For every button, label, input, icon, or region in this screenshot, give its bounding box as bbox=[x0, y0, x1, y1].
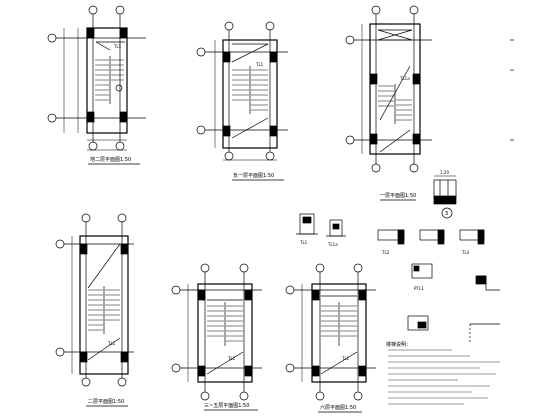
plan-3-landing-label: TL1a bbox=[399, 76, 410, 81]
plan-6-title: 六层平面图1:50 bbox=[320, 404, 356, 411]
beam-label-5: TL3 bbox=[461, 250, 470, 255]
plan-5-title: 三~五层平面图1:50 bbox=[204, 403, 249, 409]
beam-section-details bbox=[296, 213, 500, 344]
section-scale-note: 1:20 bbox=[440, 170, 449, 175]
notes-title: 楼梯说明： bbox=[386, 341, 411, 348]
stair-plan-6 bbox=[285, 263, 376, 413]
plan-3-title: 一层平面图1:50 bbox=[380, 193, 416, 199]
plan-4-title: 二层平面图1:50 bbox=[88, 399, 124, 405]
step-section-detail bbox=[433, 39, 514, 219]
plan-2-landing-label: TL1 bbox=[255, 62, 264, 67]
stair-plan-2 bbox=[196, 21, 288, 181]
section-number: 3 bbox=[445, 211, 448, 217]
plan-2-title: 负一层平面图1:50 bbox=[233, 172, 274, 179]
plan-1-landing-label: TL1 bbox=[113, 44, 122, 49]
beam-label-4: PTL1 bbox=[414, 286, 424, 291]
stair-plan-3 bbox=[345, 5, 432, 201]
beam-label-2: TL1a bbox=[327, 242, 338, 247]
beam-label-3: TL2 bbox=[381, 250, 390, 255]
notes-block bbox=[388, 349, 500, 405]
plan-1-title: 地二层平面图1:50 bbox=[90, 156, 131, 163]
plan-6-landing-label: TL1 bbox=[341, 356, 350, 361]
beam-label-1: TL1 bbox=[299, 240, 308, 245]
plan-5-landing-label: TL1 bbox=[227, 356, 236, 361]
stair-plan-5 bbox=[171, 263, 262, 411]
stair-plan-4 bbox=[55, 213, 134, 407]
plan-4-landing-label: TL1 bbox=[107, 341, 116, 346]
stair-plan-1 bbox=[47, 5, 146, 165]
